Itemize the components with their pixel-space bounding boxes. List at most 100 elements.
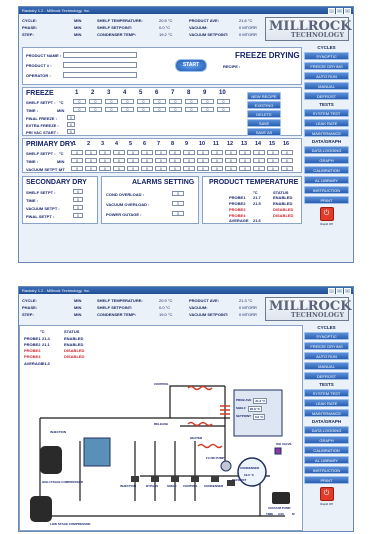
freeze-shelf-cell[interactable]: 0 <box>137 99 150 104</box>
save-button[interactable]: SAVE <box>247 119 281 127</box>
save-as-button[interactable]: SAVE AS <box>247 128 281 136</box>
pd-time-cell[interactable]: 0 <box>141 158 153 163</box>
freeze-time-cell[interactable]: 0 <box>121 107 134 112</box>
pd-time-cell[interactable]: 0 <box>99 158 111 163</box>
close-icon[interactable]: × <box>344 8 351 14</box>
pd-vacuum-cell[interactable]: 0 <box>253 166 265 171</box>
minimize-icon[interactable]: _ <box>328 8 335 14</box>
pd-vacuum-cell[interactable]: 0 <box>183 166 195 171</box>
freeze-time-cell[interactable]: 0 <box>201 107 214 112</box>
pd-shelf-cell[interactable]: 0 <box>239 150 251 155</box>
pd-shelf-cell[interactable]: 0 <box>113 150 125 155</box>
minimize-icon[interactable]: _ <box>328 288 335 294</box>
freeze-time-cell[interactable]: 0 <box>185 107 198 112</box>
nav-button-cycles-3[interactable]: MANUAL <box>304 362 349 370</box>
freeze-time-cell[interactable]: 0 <box>137 107 150 112</box>
nav-button-data-2[interactable]: CALIBRATION <box>304 166 349 174</box>
pd-shelf-cell[interactable]: 0 <box>197 150 209 155</box>
freeze-shelf-cell[interactable]: 0 <box>185 99 198 104</box>
nav-button-data-4[interactable]: INSTRUCTION <box>304 186 349 194</box>
nav-button-data-3[interactable]: AL LIBRARY <box>304 176 349 184</box>
nav-button-cycles-4[interactable]: DEFROST <box>304 92 349 100</box>
nav-button-data-1[interactable]: GRAPH <box>304 156 349 164</box>
pd-vacuum-cell[interactable]: 0 <box>141 166 153 171</box>
freeze-time-cell[interactable]: 0 <box>169 107 182 112</box>
pd-shelf-cell[interactable]: 0 <box>71 150 83 155</box>
pd-time-cell[interactable]: 0 <box>267 158 279 163</box>
freeze-shelf-cell[interactable]: 0 <box>153 99 166 104</box>
pd-shelf-cell[interactable]: 0 <box>169 150 181 155</box>
nav-button-cycles-1[interactable]: FREEZE DRYING <box>304 342 349 350</box>
nav-button-cycles-2[interactable]: AUTO RUN <box>304 72 349 80</box>
nav-button-cycles-4[interactable]: DEFROST <box>304 372 349 380</box>
freeze-shelf-cell[interactable]: 0 <box>89 99 102 104</box>
pd-shelf-cell[interactable]: 0 <box>183 150 195 155</box>
pd-shelf-cell[interactable]: 0 <box>141 150 153 155</box>
freeze-shelf-cell[interactable]: 0 <box>217 99 230 104</box>
nav-button-tests-0[interactable]: SYSTEM TEST <box>304 109 349 117</box>
pd-vacuum-cell[interactable]: 0 <box>267 166 279 171</box>
nav-button-tests-1[interactable]: LEAK RATE <box>304 119 349 127</box>
sd-shelf-setpt-input[interactable]: 0 <box>73 189 83 194</box>
freeze-time-cell[interactable]: 0 <box>217 107 230 112</box>
pd-shelf-cell[interactable]: 0 <box>155 150 167 155</box>
pd-time-cell[interactable]: 0 <box>239 158 251 163</box>
pri-vac-start-input[interactable]: 0 <box>67 129 75 134</box>
nav-button-tests-2[interactable]: MAINTENANCE <box>304 409 349 417</box>
pd-vacuum-cell[interactable]: 0 <box>211 166 223 171</box>
nav-button-data-1[interactable]: GRAPH <box>304 436 349 444</box>
extra-freeze-input[interactable]: 0 <box>67 122 75 127</box>
power-outage-input[interactable]: 0 <box>172 211 184 216</box>
pd-time-cell[interactable]: 0 <box>169 158 181 163</box>
freeze-shelf-cell[interactable]: 0 <box>169 99 182 104</box>
pd-shelf-cell[interactable]: 0 <box>253 150 265 155</box>
pd-time-cell[interactable]: 0 <box>183 158 195 163</box>
existing-button[interactable]: EXISTING <box>247 101 281 109</box>
pd-vacuum-cell[interactable]: 0 <box>281 166 293 171</box>
pd-vacuum-cell[interactable]: 0 <box>239 166 251 171</box>
freeze-shelf-cell[interactable]: 0 <box>201 99 214 104</box>
nav-button-cycles-1[interactable]: FREEZE DRYING <box>304 62 349 70</box>
pd-shelf-cell[interactable]: 0 <box>99 150 111 155</box>
maximize-icon[interactable]: □ <box>336 288 343 294</box>
pd-shelf-cell[interactable]: 0 <box>225 150 237 155</box>
pd-vacuum-cell[interactable]: 0 <box>71 166 83 171</box>
nav-button-cycles-2[interactable]: AUTO RUN <box>304 352 349 360</box>
sd-vacuum-setpt-input[interactable]: 0 <box>73 205 83 210</box>
pd-vacuum-cell[interactable]: 0 <box>225 166 237 171</box>
pd-vacuum-cell[interactable]: 0 <box>99 166 111 171</box>
product-name-input[interactable] <box>63 52 137 58</box>
close-icon[interactable]: × <box>344 288 351 294</box>
pd-time-cell[interactable]: 0 <box>281 158 293 163</box>
nav-button-tests-2[interactable]: MAINTENANCE <box>304 129 349 137</box>
freeze-shelf-cell[interactable]: 0 <box>121 99 134 104</box>
pd-time-cell[interactable]: 0 <box>71 158 83 163</box>
nav-button-data-0[interactable]: DATA LOGGING <box>304 426 349 434</box>
nav-button-data-4[interactable]: INSTRUCTION <box>304 466 349 474</box>
pd-shelf-cell[interactable]: 0 <box>211 150 223 155</box>
nav-button-data-3[interactable]: AL LIBRARY <box>304 456 349 464</box>
nav-button-data-0[interactable]: DATA LOGGING <box>304 146 349 154</box>
pd-time-cell[interactable]: 0 <box>155 158 167 163</box>
pd-vacuum-cell[interactable]: 0 <box>155 166 167 171</box>
pd-shelf-cell[interactable]: 0 <box>267 150 279 155</box>
pd-vacuum-cell[interactable]: 0 <box>85 166 97 171</box>
rapid-off-button[interactable]: ⏻ <box>319 487 334 501</box>
freeze-time-cell[interactable]: 0 <box>153 107 166 112</box>
pd-time-cell[interactable]: 0 <box>113 158 125 163</box>
nav-button-data-2[interactable]: CALIBRATION <box>304 446 349 454</box>
sd-final-setpt-input[interactable]: 0 <box>73 213 83 218</box>
pd-time-cell[interactable]: 0 <box>85 158 97 163</box>
nav-button-cycles-3[interactable]: MANUAL <box>304 82 349 90</box>
cond-overload-input[interactable]: 0 <box>172 191 184 196</box>
sd-time-input[interactable]: 0 <box>73 197 83 202</box>
operator-input[interactable] <box>63 72 137 78</box>
product-number-input[interactable] <box>63 62 137 68</box>
freeze-time-cell[interactable]: 0 <box>73 107 86 112</box>
pd-vacuum-cell[interactable]: 0 <box>169 166 181 171</box>
nav-button-cycles-0[interactable]: SYNOPTIC <box>304 332 349 340</box>
pd-time-cell[interactable]: 0 <box>127 158 139 163</box>
new-recipe-button[interactable]: NEW RECIPE <box>247 92 281 100</box>
freeze-shelf-cell[interactable]: 0 <box>105 99 118 104</box>
pd-time-cell[interactable]: 0 <box>197 158 209 163</box>
